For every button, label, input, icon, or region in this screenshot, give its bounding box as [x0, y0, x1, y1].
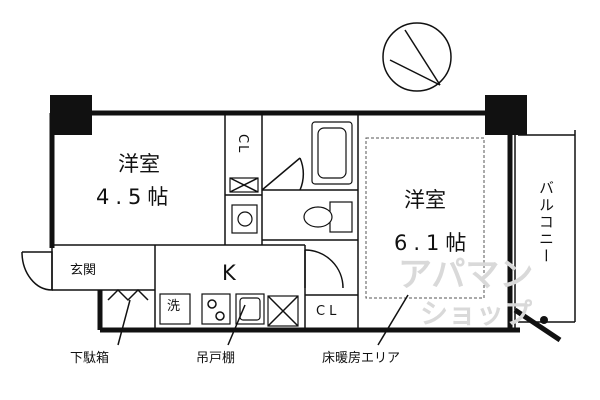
closet-upper-label: CL	[235, 134, 250, 155]
room-western-large-size: 6.1帖	[394, 231, 473, 255]
door-swings	[21, 157, 344, 291]
washer-label: 洗	[167, 299, 181, 314]
shoe-box-callout: 下駄箱	[70, 351, 110, 366]
floor-heating-area	[365, 137, 485, 299]
entrance-label: 玄関	[70, 263, 97, 278]
room-western-small-size: 4.5帖	[96, 185, 175, 209]
hanging-cupboard-callout: 吊戸棚	[196, 351, 236, 366]
watermark-line1: アパマン	[398, 255, 534, 295]
closet-marks	[229, 177, 299, 327]
floor-heating-callout: 床暖房エリア	[322, 351, 401, 366]
sink-icon	[235, 293, 265, 325]
exterior-walls	[49, 95, 527, 333]
washer-box	[159, 293, 191, 325]
kitchen-label: K	[222, 261, 236, 285]
stove-icon	[201, 293, 231, 325]
washbasin-icon	[231, 204, 258, 234]
room-western-large-name: 洋室	[404, 188, 446, 212]
room-western-small-name: 洋室	[118, 152, 160, 176]
balcony-outline	[513, 130, 576, 343]
shoe-box-doors	[107, 288, 149, 302]
toilet-icon	[303, 201, 353, 233]
bathtub-icon	[311, 121, 353, 185]
callout-lines	[117, 294, 409, 346]
watermark-line2: ショップ	[420, 297, 533, 330]
compass-icon	[382, 22, 452, 92]
balcony-label: バルコニー	[537, 180, 555, 265]
closet-lower-label: CL	[316, 304, 341, 319]
